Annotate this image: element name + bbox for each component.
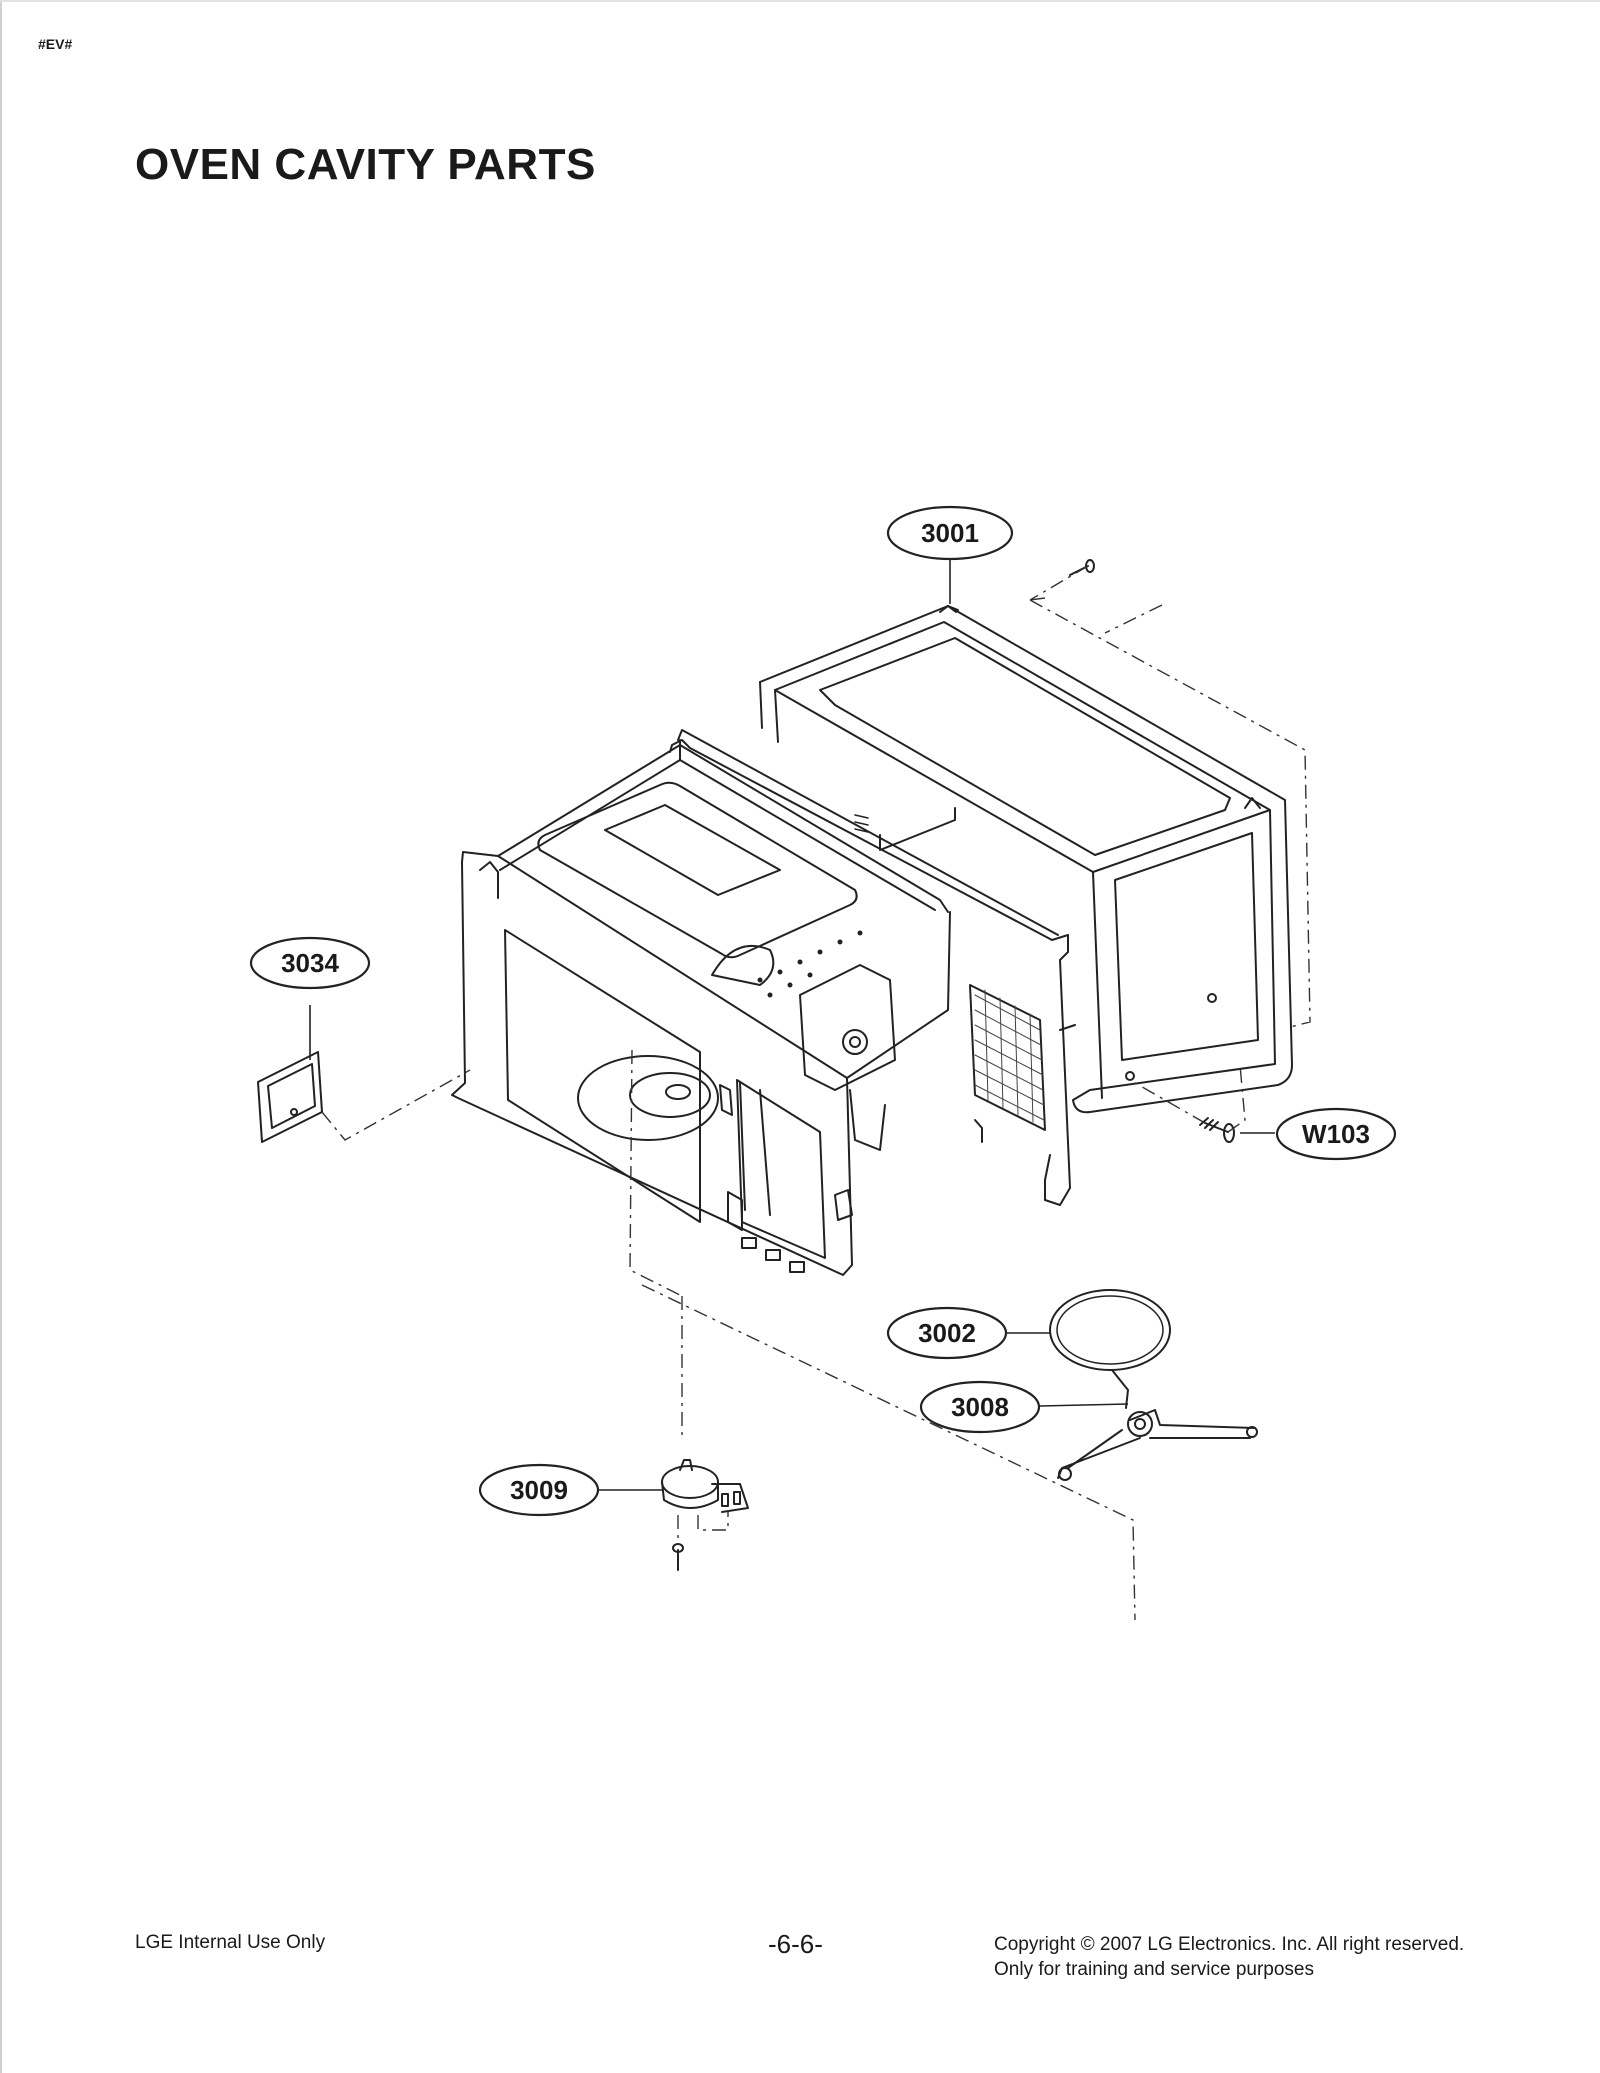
callout-w103 bbox=[1275, 1107, 1397, 1161]
cavity-assembly bbox=[451, 729, 1076, 1276]
outer-cabinet-part bbox=[759, 605, 1293, 1114]
callout-3034-label: 3034 bbox=[281, 948, 339, 978]
document-code: #EV# bbox=[38, 36, 73, 52]
training-note: Only for training and service purposes bbox=[994, 1959, 1314, 1980]
callout-3034 bbox=[249, 936, 371, 990]
callout-3001 bbox=[886, 505, 1014, 561]
callout-3001-label: 3001 bbox=[921, 518, 979, 548]
callout-3009 bbox=[478, 1463, 600, 1517]
roller-ring-part bbox=[1057, 1369, 1258, 1481]
callout-w103-label: W103 bbox=[1302, 1119, 1370, 1149]
page-top-border bbox=[0, 0, 1600, 2]
footer-copyright-block: Copyright © 2007 LG Electronics. Inc. Al… bbox=[994, 1932, 1464, 1982]
callout-3008 bbox=[919, 1380, 1041, 1434]
callout-3002-label: 3002 bbox=[918, 1318, 976, 1348]
cover-plate-part bbox=[257, 1051, 323, 1143]
footer-internal-use: LGE Internal Use Only bbox=[135, 1932, 326, 1953]
screw-w103-part bbox=[1199, 1117, 1235, 1143]
screw-top-part bbox=[1069, 559, 1095, 576]
page-left-border bbox=[0, 0, 2, 2073]
glass-tray-part bbox=[1049, 1289, 1171, 1371]
page-number: -6-6- bbox=[768, 1929, 823, 1959]
callout-3009-label: 3009 bbox=[510, 1475, 568, 1505]
page-title: OVEN CAVITY PARTS bbox=[135, 140, 596, 189]
copyright-text: Copyright © 2007 LG Electronics. Inc. Al… bbox=[994, 1934, 1465, 1955]
callout-3002 bbox=[886, 1306, 1008, 1360]
callout-3008-label: 3008 bbox=[951, 1392, 1009, 1422]
turntable-motor-part bbox=[661, 1459, 749, 1571]
